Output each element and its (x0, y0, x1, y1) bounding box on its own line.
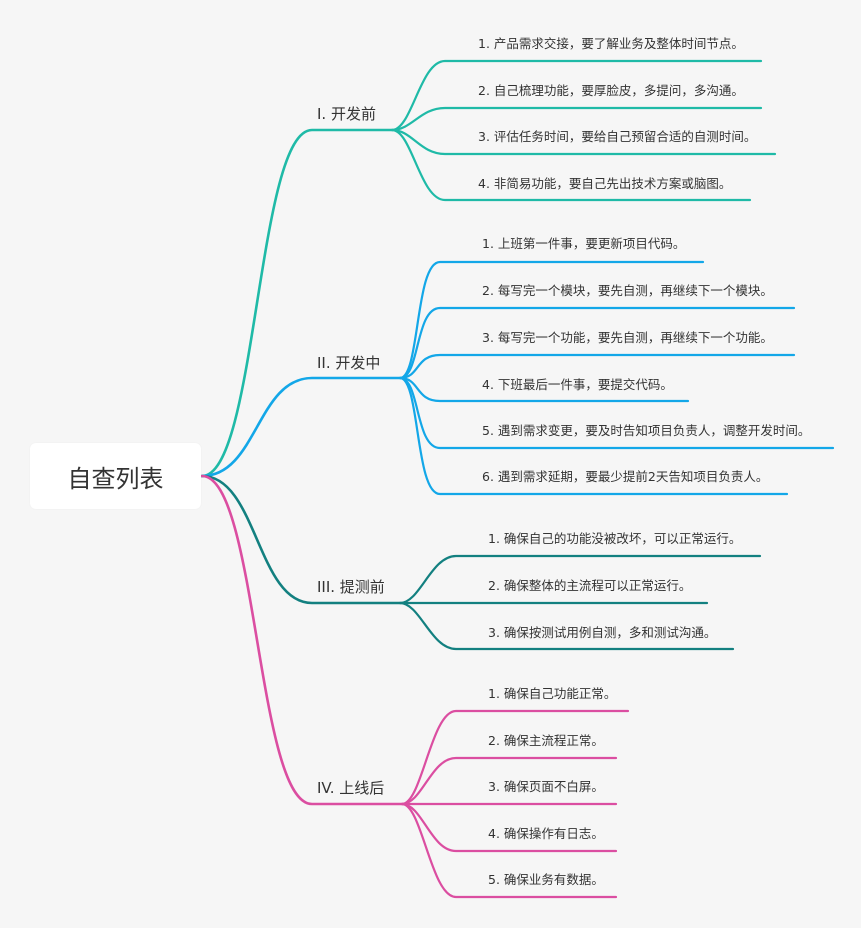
branch-4-item-link-2 (400, 756, 618, 806)
leaf-node[interactable]: 4. 确保操作有日志。 (488, 826, 604, 841)
branch-2-item-link-1 (398, 260, 705, 380)
branch-node-2[interactable]: II. 开发中 (317, 354, 381, 372)
leaf-node[interactable]: 4. 下班最后一件事，要提交代码。 (482, 377, 673, 392)
branch-2-item-link-4 (398, 376, 690, 403)
branch-2-item-link-6 (398, 376, 789, 496)
branch-4-item-link-1 (400, 709, 630, 806)
leaf-node[interactable]: 1. 上班第一件事，要更新项目代码。 (482, 236, 686, 251)
branch-2-item-link-2 (398, 306, 796, 380)
branch-4-item-link-4 (400, 802, 618, 853)
leaf-node[interactable]: 3. 确保页面不白屏。 (488, 779, 604, 794)
leaf-node[interactable]: 2. 确保主流程正常。 (488, 733, 604, 748)
branch-node-1[interactable]: I. 开发前 (317, 105, 376, 123)
branch-3-item-link-3 (398, 601, 735, 651)
leaf-node[interactable]: 2. 自己梳理功能，要厚脸皮，多提问，多沟通。 (478, 83, 744, 98)
branch-4-item-link-5 (400, 802, 618, 899)
root-branch-link-1 (200, 128, 394, 478)
branch-2-item-link-3 (398, 353, 796, 380)
leaf-node[interactable]: 3. 确保按测试用例自测，多和测试沟通。 (488, 625, 717, 640)
leaf-node[interactable]: 2. 每写完一个模块，要先自测，再继续下一个模块。 (482, 283, 773, 298)
branch-1-item-link-4 (390, 128, 752, 202)
leaf-node[interactable]: 2. 确保整体的主流程可以正常运行。 (488, 578, 692, 593)
leaf-node[interactable]: 1. 确保自己的功能没被改坏，可以正常运行。 (488, 531, 742, 546)
branch-node-4[interactable]: IV. 上线后 (317, 779, 385, 797)
leaf-node[interactable]: 3. 每写完一个功能，要先自测，再继续下一个功能。 (482, 330, 773, 345)
leaf-node[interactable]: 3. 评估任务时间，要给自己预留合适的自测时间。 (478, 129, 757, 144)
branch-1-item-link-3 (390, 128, 777, 156)
root-branch-link-3 (200, 474, 402, 605)
leaf-node[interactable]: 6. 遇到需求延期，要最少提前2天告知项目负责人。 (482, 469, 769, 484)
branch-node-3[interactable]: III. 提测前 (317, 578, 385, 596)
root-branch-link-2 (200, 376, 402, 478)
leaf-node[interactable]: 5. 确保业务有数据。 (488, 872, 604, 887)
branch-3-item-link-1 (398, 554, 762, 605)
leaf-node[interactable]: 1. 确保自己功能正常。 (488, 686, 617, 701)
root-branch-link-4 (200, 474, 404, 806)
branch-1-item-link-2 (390, 106, 763, 132)
branch-1-item-link-1 (390, 59, 763, 132)
leaf-node[interactable]: 4. 非简易功能，要自己先出技术方案或脑图。 (478, 176, 732, 191)
root-node[interactable]: 自查列表 (30, 443, 201, 509)
leaf-node[interactable]: 5. 遇到需求变更，要及时告知项目负责人，调整开发时间。 (482, 423, 811, 438)
leaf-node[interactable]: 1. 产品需求交接，要了解业务及整体时间节点。 (478, 36, 744, 51)
